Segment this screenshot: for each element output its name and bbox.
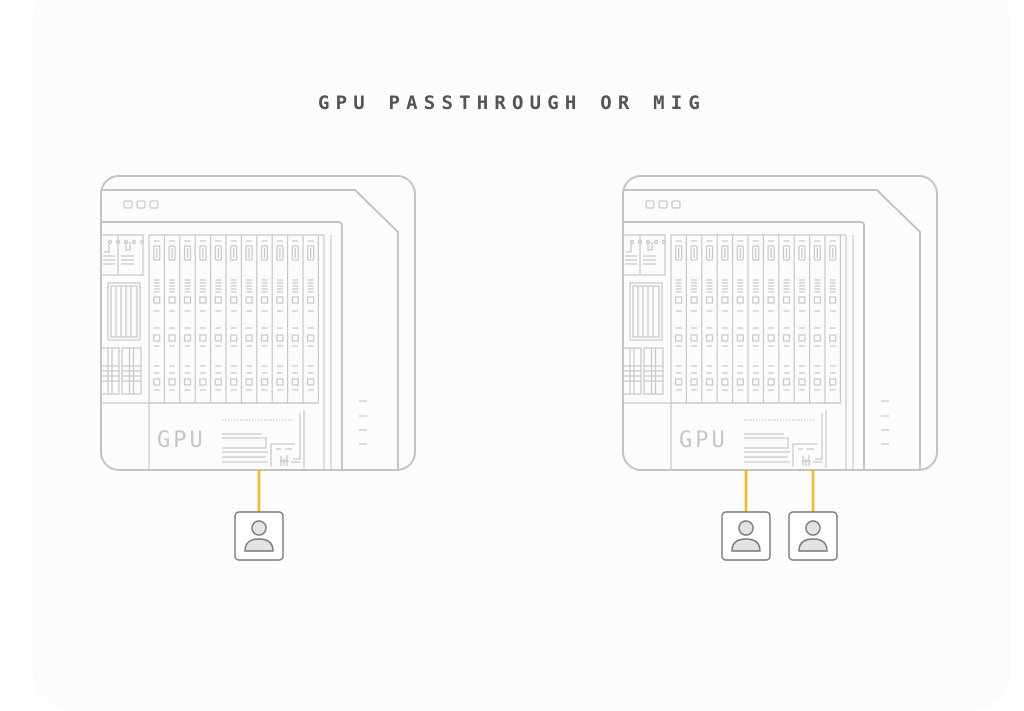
status-led-icon — [123, 200, 133, 209]
status-led-icon — [671, 200, 681, 209]
port-icon — [637, 239, 643, 245]
io-module — [622, 234, 666, 276]
user-icon — [244, 520, 274, 552]
gpu-label: GPU — [157, 428, 206, 453]
server-bezel — [623, 189, 921, 470]
gpu-slot — [721, 240, 729, 391]
circuit-trace — [815, 410, 827, 468]
gpu-slot — [813, 240, 821, 391]
user — [234, 470, 284, 561]
port-icon — [653, 239, 659, 245]
fan-module — [629, 282, 663, 341]
gpu-slot — [307, 240, 315, 391]
circuit-trace — [802, 455, 822, 466]
io-module — [100, 234, 144, 276]
diagram-title: GPU PASSTHROUGH OR MIG — [317, 92, 707, 114]
gpu-slot — [782, 240, 791, 391]
user-card — [788, 511, 838, 561]
circuit-trace — [744, 433, 790, 463]
status-led-icon — [136, 200, 146, 209]
gpu-slot — [168, 240, 176, 391]
user-icon — [798, 520, 828, 552]
circuit-trace — [293, 410, 305, 468]
gpu-slot — [230, 240, 238, 391]
gpu-slot — [214, 240, 222, 391]
port-icon — [139, 239, 145, 245]
gpu-slot — [705, 240, 714, 391]
port-icon — [115, 239, 121, 245]
gpu-slot — [153, 240, 161, 391]
gpu-slot — [798, 240, 806, 391]
gpu-slot — [183, 240, 192, 391]
user — [788, 470, 838, 561]
server-chassis — [100, 175, 416, 471]
user-icon — [731, 520, 761, 552]
server-inner-panel — [101, 221, 343, 470]
server-inner-panel — [623, 221, 865, 470]
gpu-slot — [767, 240, 775, 391]
gpu-slot — [736, 240, 744, 391]
gpu-slot — [829, 240, 837, 391]
gpu-slot — [260, 240, 269, 391]
server-passthrough: GPU — [100, 175, 416, 561]
user-card — [721, 511, 771, 561]
port-icon — [661, 239, 667, 245]
gpu-label: GPU — [679, 428, 728, 453]
user-card — [234, 511, 284, 561]
gpu-slot — [675, 240, 683, 391]
gpu-slot — [690, 240, 698, 391]
circuit-trace — [270, 443, 295, 467]
server-chassis — [622, 175, 938, 471]
server-bezel — [101, 189, 399, 470]
status-led-icon — [645, 200, 655, 209]
status-led-icon — [149, 200, 159, 209]
circuit-trace — [280, 455, 300, 466]
gpu-slot — [291, 240, 299, 391]
server-mig: GPU — [622, 175, 938, 561]
gpu-slot — [245, 240, 253, 391]
circuit-trace — [792, 443, 817, 467]
user — [721, 470, 771, 561]
gpu-slot — [199, 240, 207, 391]
circuit-trace — [222, 433, 268, 463]
fan-module — [107, 282, 141, 341]
gpu-slot — [276, 240, 284, 391]
status-led-icon — [658, 200, 668, 209]
diagram-card — [33, 0, 1010, 711]
gpu-slot — [752, 240, 760, 391]
port-icon — [131, 239, 137, 245]
